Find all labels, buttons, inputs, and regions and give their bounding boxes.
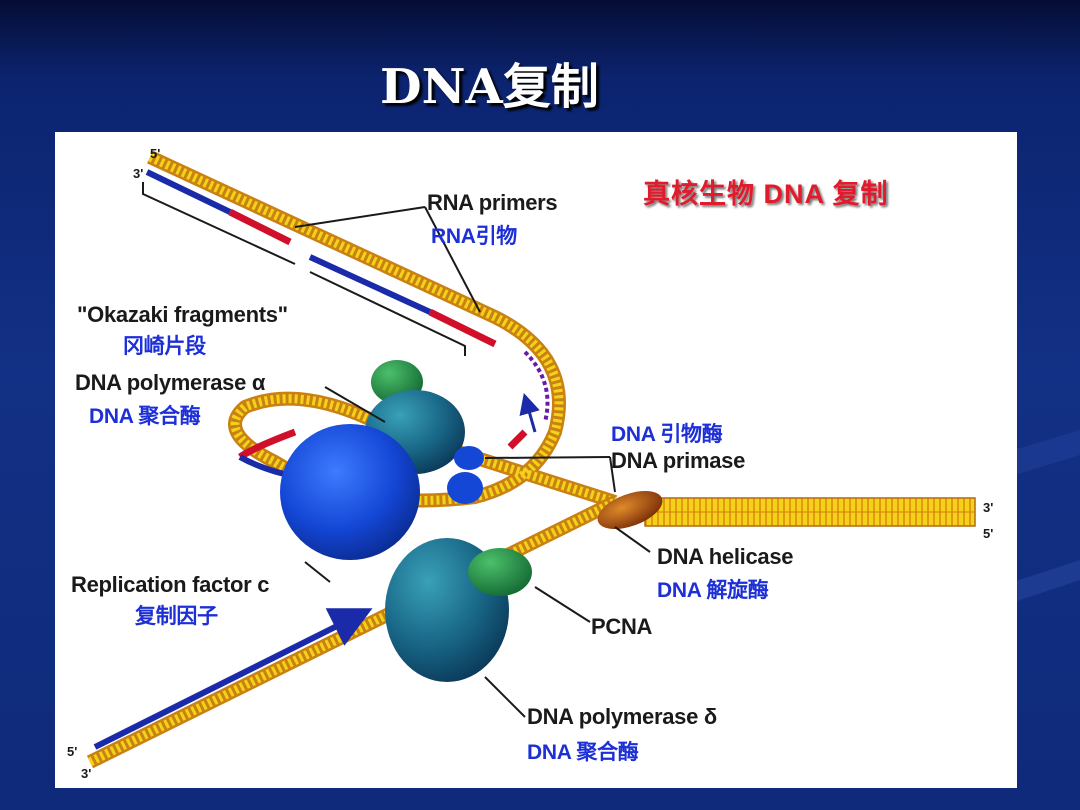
strand-end-top-5: 5' [150, 146, 161, 161]
strand-end-right-5: 5' [983, 526, 994, 541]
helicase-subunit [597, 490, 663, 530]
strand-end-top-3: 3' [133, 166, 144, 181]
slide-title: DNA复制 [380, 59, 599, 115]
label-rna-primers: RNA primers [427, 190, 558, 215]
rfc-blue-subunit [280, 424, 420, 560]
figure-illustration [86, 150, 976, 769]
protein-complex [280, 360, 663, 682]
label-pol-alpha: DNA polymerase α [75, 370, 266, 395]
label-pcna: PCNA [591, 614, 653, 639]
label-rfc-cn: 复制因子 [135, 605, 218, 628]
label-pol-alpha-cn: DNA 聚合酶 [89, 405, 201, 428]
leading-strand [86, 495, 619, 769]
figure-heading: 真核生物 DNA 复制 [643, 179, 889, 209]
dna-replication-figure: 真核生物 DNA 复制 5' 3' 3' 5' 5' 3' RNA primer… [55, 132, 1017, 788]
leader-lines [294, 206, 651, 718]
strand-end-bottom-5: 5' [67, 744, 78, 759]
label-helicase-cn: DNA 解旋酶 [657, 579, 769, 602]
okazaki-brackets [142, 182, 466, 356]
strand-end-right-3: 3' [983, 500, 994, 515]
label-pol-delta-cn: DNA 聚合酶 [527, 741, 639, 764]
label-okazaki: "Okazaki fragments" [77, 302, 288, 327]
label-rfc: Replication factor c [71, 572, 270, 597]
strand-end-bottom-3: 3' [81, 766, 92, 781]
parental-duplex [644, 497, 976, 527]
label-pol-delta: DNA polymerase δ [527, 704, 717, 729]
pcna-subunit [468, 548, 532, 596]
label-okazaki-cn: 冈崎片段 [123, 335, 206, 358]
okazaki-fragments [145, 169, 550, 433]
primase-subunit-2 [447, 472, 483, 504]
label-primase-cn: DNA 引物酶 [611, 423, 723, 446]
primase-subunit-1 [454, 446, 484, 470]
label-rna-primers-cn: RNA引物 [431, 225, 517, 248]
label-primase: DNA primase [611, 448, 746, 473]
label-helicase: DNA helicase [657, 544, 794, 569]
